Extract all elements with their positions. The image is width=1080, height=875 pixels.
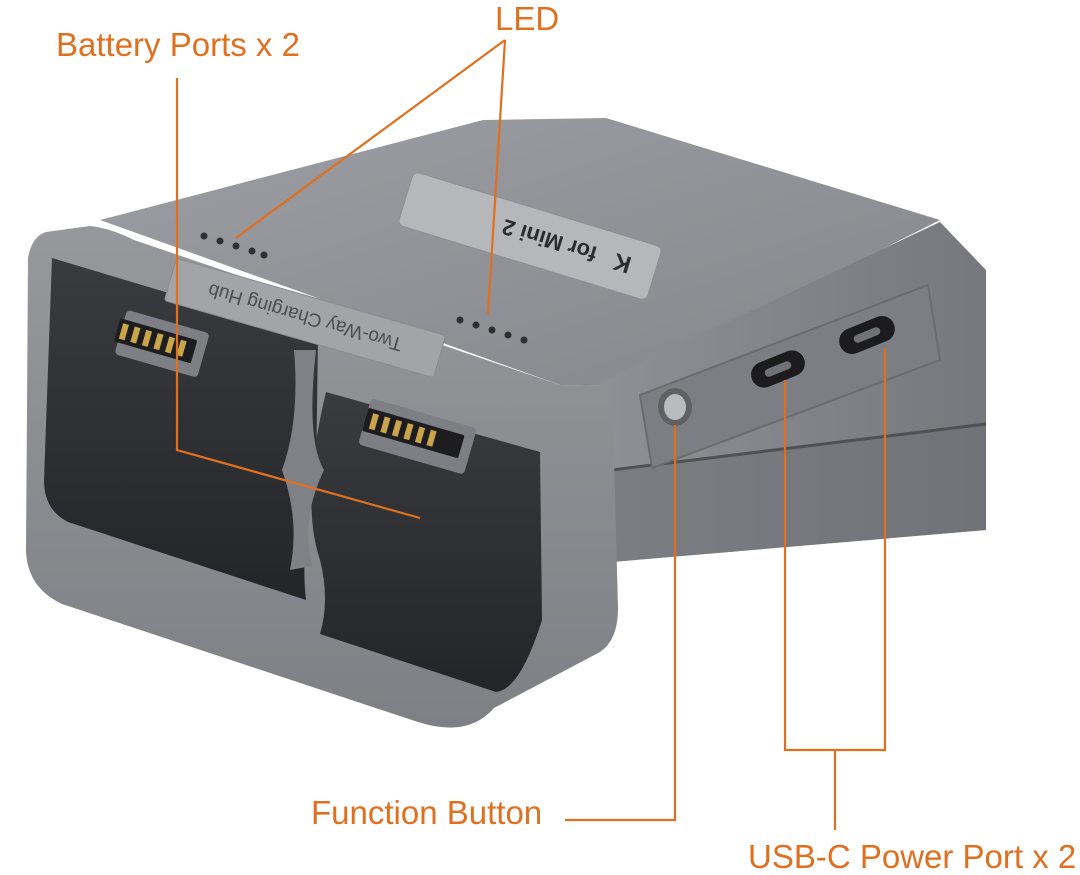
led-indicators-right [456,316,528,344]
callout-lines [175,39,887,830]
led-leader-right [486,39,507,315]
usbc-port-1 [751,350,805,388]
battery-port-right [311,392,542,692]
led-label: LED [495,0,560,37]
model-badge: K for Mini 2 [398,172,662,300]
led-leader-left [235,39,506,239]
function-button [658,388,692,426]
port-divider [282,350,324,570]
usbc-ports-label: USB-C Power Port x 2 [748,838,1077,875]
led-indicators-left [200,232,268,259]
function-button-label: Function Button [311,794,543,831]
battery-contacts-right [359,399,477,474]
battery-ports-label: Battery Ports x 2 [56,26,300,63]
battery-port-left [44,258,318,600]
battery-ports-leader [175,78,421,520]
usbc-port-2 [839,316,895,354]
function-button-leader [565,425,677,822]
